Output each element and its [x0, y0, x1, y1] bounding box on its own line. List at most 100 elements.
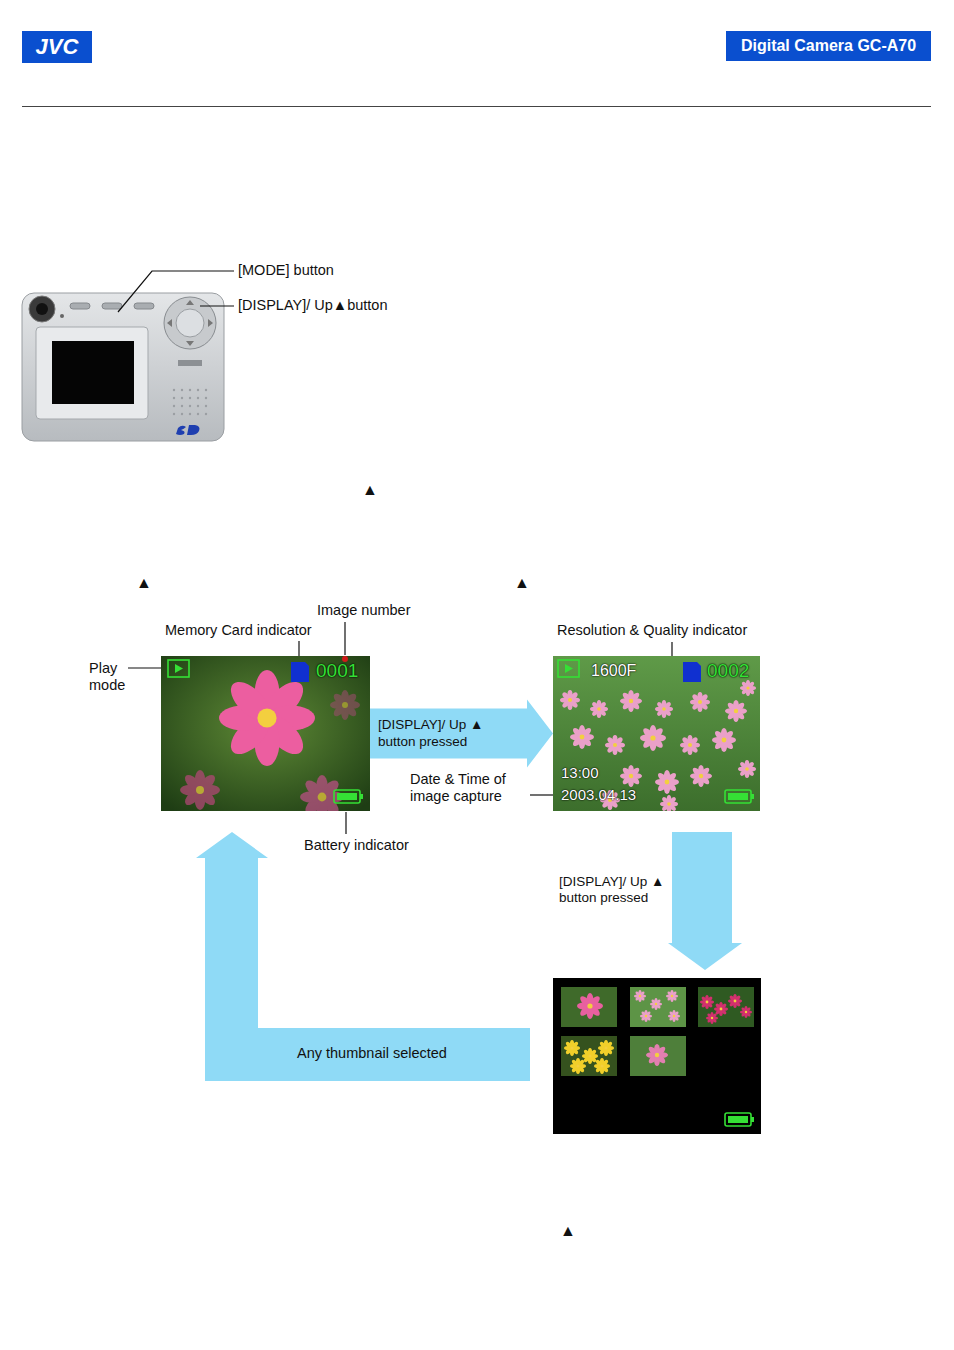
screen-detail: 1600F000213:002003.04.13	[553, 656, 760, 811]
screen-photo-detail	[725, 700, 747, 722]
screen-photo-single	[161, 656, 370, 811]
screen-thumbnails	[598, 1040, 614, 1056]
screen-icons	[168, 660, 189, 677]
screen-photo-detail	[680, 735, 700, 755]
screen-thumbnails	[582, 1048, 598, 1064]
screen-thumbnails	[594, 1058, 610, 1074]
screen-icons	[751, 1117, 754, 1122]
camera-photo	[164, 297, 216, 349]
camera-photo	[197, 389, 199, 391]
camera-photo	[173, 405, 175, 407]
screen-thumbnails	[570, 1058, 586, 1074]
screen-icons	[334, 790, 360, 803]
screen-photo-detail	[570, 725, 594, 749]
camera-photo	[29, 296, 55, 322]
screen-thumbnails	[668, 1010, 680, 1022]
screen-icons	[337, 793, 357, 800]
screen-photo-detail	[560, 690, 580, 710]
camera-photo	[173, 397, 175, 399]
leader-lines	[345, 812, 346, 834]
screen-thumbnails	[728, 994, 742, 1008]
screen-single: 0001	[161, 656, 370, 811]
triangle-symbol: ▲	[362, 480, 378, 499]
callout-label: Image number	[317, 602, 411, 619]
arrow-label: Any thumbnail selected	[297, 1045, 447, 1062]
camera-photo	[176, 309, 204, 337]
camera-photo	[176, 425, 200, 435]
screen-thumbnails	[630, 1036, 686, 1076]
brand-logo: JVC	[22, 31, 92, 63]
screen-thumbnails	[634, 990, 680, 1022]
screen-photo-detail	[655, 700, 673, 718]
camera-photo	[205, 397, 207, 399]
arrow-label: [DISPLAY]/ Up ▲ button pressed	[559, 874, 669, 906]
camera-photo	[134, 303, 154, 309]
camera-photo	[36, 303, 48, 315]
screen-icons	[558, 660, 579, 677]
screen-thumbnails	[706, 1012, 718, 1024]
camera-photo	[178, 360, 202, 366]
callout-label: Date & Time of image capture	[410, 771, 526, 806]
leader-lines	[200, 305, 234, 306]
screen-photo-detail	[690, 765, 712, 787]
screen-thumbnails	[700, 994, 752, 1024]
camera-photo	[181, 405, 183, 407]
screen-photo-detail	[553, 656, 760, 811]
camera-photo	[22, 293, 224, 441]
screen-icons	[728, 793, 748, 800]
camera-photo	[181, 413, 183, 415]
camera-photo	[205, 389, 207, 391]
camera-photo	[197, 397, 199, 399]
image-number: 0002	[707, 660, 749, 682]
screen-thumbnails	[650, 998, 662, 1010]
arrow-label: [DISPLAY]/ Up ▲ button pressed	[378, 717, 521, 749]
screen-photo-detail	[605, 735, 625, 755]
image-number: 0001	[316, 660, 358, 682]
screen-icons	[683, 662, 701, 682]
screen-icons	[565, 664, 573, 673]
screen-thumbnails	[561, 987, 617, 1027]
camera-photo	[189, 397, 191, 399]
capture-date: 2003.04.13	[561, 786, 636, 803]
screen-photo-detail	[655, 770, 679, 794]
screen-thumbnails	[666, 990, 678, 1002]
screen-photo-detail	[620, 765, 642, 787]
screen-icons	[168, 656, 754, 1126]
screen-icons	[175, 664, 183, 673]
camera-photo	[181, 397, 183, 399]
camera-photo	[205, 405, 207, 407]
leader-lines	[128, 667, 165, 668]
callout-label: Memory Card indicator	[165, 622, 312, 639]
screen-icons	[751, 794, 754, 799]
screen-photo-detail	[690, 692, 710, 712]
camera-photo	[52, 341, 134, 404]
camera-photo	[181, 389, 183, 391]
screen-photo-single	[180, 770, 220, 810]
triangle-symbol: ▲	[136, 573, 152, 592]
camera-photo	[173, 389, 207, 415]
camera-photo	[36, 327, 148, 419]
screen-photo-detail	[712, 728, 736, 752]
camera-photo	[173, 389, 175, 391]
screen-thumbnails	[553, 978, 761, 1134]
screen-photo-single	[161, 656, 370, 811]
model-banner-text: Digital Camera GC-A70	[741, 37, 916, 55]
screen-photo-detail	[620, 690, 642, 712]
screen-photo-detail	[640, 725, 666, 751]
flow-arrows	[668, 832, 742, 970]
camera-photo	[60, 314, 64, 318]
screen-thumbnails	[577, 993, 603, 1019]
leader-lines	[344, 622, 345, 655]
callout-label: Play mode	[89, 660, 133, 695]
camera-photo	[189, 405, 191, 407]
flow-arrows	[196, 832, 530, 1081]
screen-icons	[725, 1113, 751, 1126]
screen-photo-detail	[738, 760, 756, 778]
screen-thumbnails	[740, 1006, 752, 1018]
screen-icons	[291, 662, 309, 682]
camera-photo	[197, 405, 199, 407]
camera-photo	[197, 413, 199, 415]
screen-thumbnails	[640, 1010, 652, 1022]
